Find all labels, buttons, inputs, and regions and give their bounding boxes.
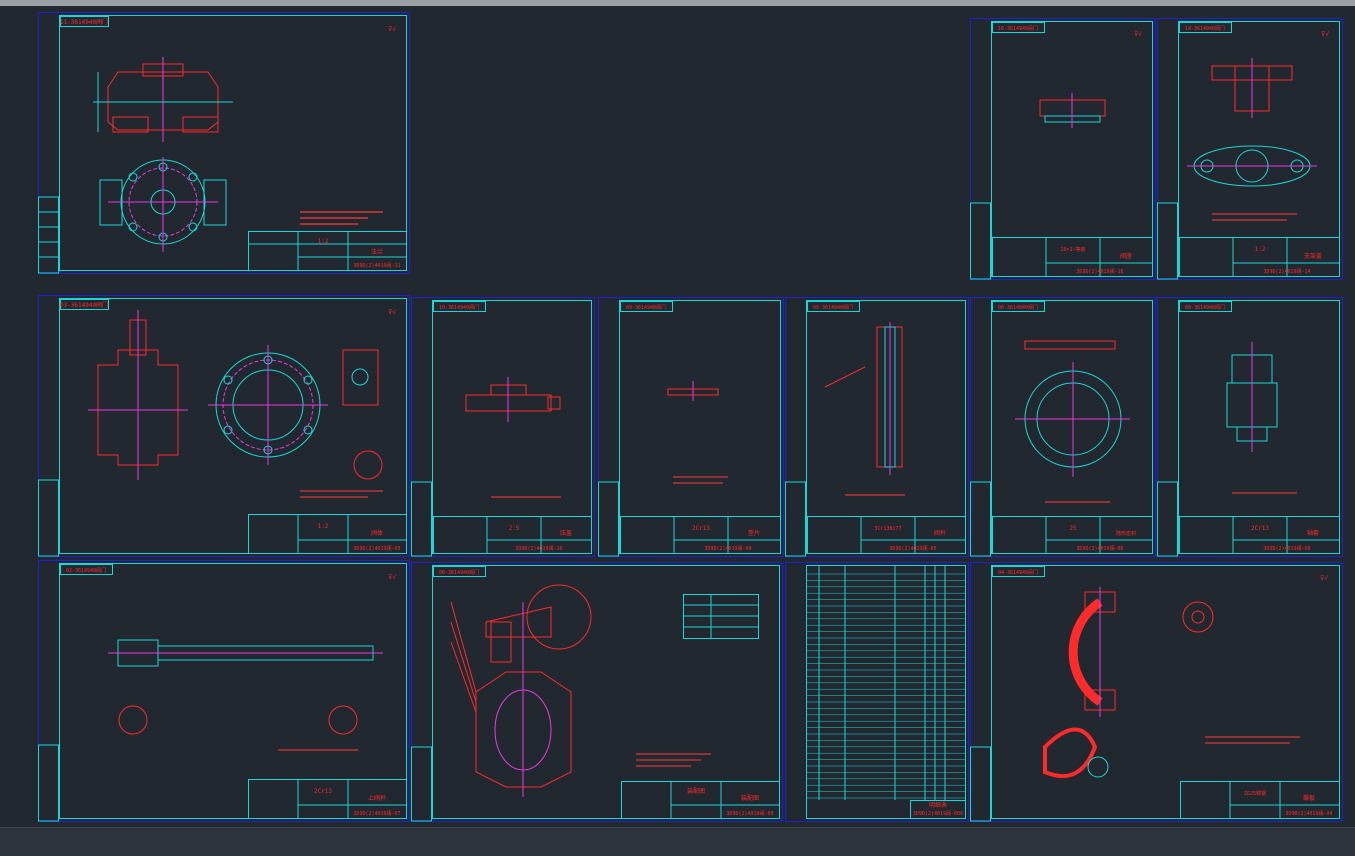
drawing-sheet-seal[interactable]: 06-3614940阀门 25 随形密封 3D9D(2)4019阀-06 (970, 297, 1156, 557)
svg-text:2:5: 2:5 (509, 525, 520, 532)
svg-text:3D9D(2)4019阀-09: 3D9D(2)4019阀-09 (704, 545, 751, 552)
svg-text:25: 25 (1069, 525, 1077, 532)
svg-text:阀体: 阀体 (371, 529, 383, 537)
svg-text:蝶板: 蝶板 (1303, 794, 1315, 802)
sheet-tag: 11-3614940阀门 (60, 18, 108, 26)
drawing-sheet-gland[interactable]: 10-3614940阀门 2:5 压盖 3D9D(2)4019阀-10 (411, 297, 595, 557)
drawing-sheet-valve-body[interactable]: 03-3614940阀门 ⊽√ 1:2 阀体 3D9D(2)4019阀- (38, 295, 410, 557)
window-top-edge (0, 0, 1355, 6)
svg-text:16-3614940阀门: 16-3614940阀门 (998, 25, 1038, 32)
svg-text:1:2: 1:2 (318, 238, 329, 245)
svg-text:阀座: 阀座 (1120, 252, 1132, 260)
svg-text:3D9D(2)4019阀-04: 3D9D(2)4019阀-04 (1285, 810, 1332, 817)
svg-text:⊽√: ⊽√ (1134, 31, 1142, 38)
svg-text:3D9D(2)4019阀-16: 3D9D(2)4019阀-16 (1076, 268, 1123, 275)
svg-text:04-3614940阀门: 04-3614940阀门 (998, 569, 1038, 576)
svg-text:06-3614940阀门: 06-3614940阀门 (998, 304, 1038, 311)
svg-text:1:2: 1:2 (318, 523, 329, 530)
svg-text:00-3614940阀门: 00-3614940阀门 (439, 569, 479, 576)
svg-text:ZG25铸钢: ZG25铸钢 (1244, 790, 1266, 797)
svg-text:02-3614940阀门: 02-3614940阀门 (66, 567, 106, 574)
svg-text:3D9D(2)4019阀-05: 3D9D(2)4019阀-05 (889, 545, 936, 552)
svg-text:3Cr13Ni77: 3Cr13Ni77 (874, 526, 901, 532)
svg-text:压盖: 压盖 (560, 529, 572, 537)
svg-text:3D9D(2)4019阀-14: 3D9D(2)4019阀-14 (1263, 268, 1310, 275)
svg-text:14-3614940阀门: 14-3614940阀门 (1185, 25, 1225, 32)
svg-text:2D×1:等装: 2D×1:等装 (1060, 246, 1085, 253)
drawing-sheet-bushing[interactable]: 08-3614940阀门 2Cr13 轴套 3D9D(2)4019阀-08 (1157, 297, 1343, 557)
svg-text:08-3614940阀门: 08-3614940阀门 (1185, 304, 1225, 311)
svg-text:⊽√: ⊽√ (388, 309, 396, 316)
svg-text:上阀杆: 上阀杆 (368, 794, 386, 802)
svg-text:3D9D(2)4019阀-03: 3D9D(2)4019阀-03 (353, 545, 400, 552)
svg-text:⊽√: ⊽√ (1321, 31, 1329, 38)
svg-text:法兰: 法兰 (371, 248, 383, 256)
svg-text:随形密封: 随形密封 (1116, 530, 1136, 537)
svg-text:⊽√: ⊽√ (388, 26, 396, 33)
drawing-sheet-upper-stem[interactable]: 02-3614940阀门 ⊽√ 2Cr13 上阀杆 3D9D(2)4019阀-0… (38, 560, 410, 822)
svg-text:阀杆: 阀杆 (934, 529, 946, 537)
svg-text:2Cr13: 2Cr13 (692, 525, 710, 532)
svg-text:⊽√: ⊽√ (388, 574, 396, 581)
svg-text:1:2: 1:2 (1255, 246, 1266, 253)
svg-text:3D9D(2)4019阀-10: 3D9D(2)4019阀-10 (515, 545, 562, 552)
drawing-sheet-disc[interactable]: 04-3614940阀门 ⊽√ ZG25铸钢 蝶板 3D9D(2)4019阀-0… (970, 562, 1343, 822)
svg-text:3D9D(2)4019阀-00: 3D9D(2)4019阀-00 (726, 810, 773, 817)
svg-text:装配图: 装配图 (741, 794, 759, 802)
drawing-sheet-parts-list[interactable]: 3D9D(2)4019阀-000 明细表 (785, 562, 969, 822)
svg-text:3D9D(2)4019阀-06: 3D9D(2)4019阀-06 (1076, 545, 1123, 552)
svg-text:2Cr13: 2Cr13 (1251, 525, 1269, 532)
drawing-sheet-flange[interactable]: 11-3614940阀门 ⊽√ (38, 12, 410, 274)
svg-text:垫片: 垫片 (748, 529, 760, 537)
svg-text:明细表: 明细表 (929, 801, 947, 809)
svg-text:10-3614940阀门: 10-3614940阀门 (439, 304, 479, 311)
svg-text:轴套: 轴套 (1307, 529, 1319, 537)
svg-text:3D9D(2)4019阀-07: 3D9D(2)4019阀-07 (353, 810, 400, 817)
drawing-sheet-gasket[interactable]: 09-3614940阀门 2Cr13 垫片 3D9D(2)4019阀-09 (598, 297, 784, 557)
svg-text:05-3614940阀门: 05-3614940阀门 (813, 304, 853, 311)
drawing-sheet-stem[interactable]: 05-3614940阀门 3Cr13Ni77 阀杆 3D9D(2)4019阀-0… (785, 297, 969, 557)
svg-text:支架盖: 支架盖 (1304, 252, 1322, 260)
svg-text:3D9D(2)4019阀-11: 3D9D(2)4019阀-11 (353, 262, 400, 269)
svg-text:3D9D(2)4019阀-000: 3D9D(2)4019阀-000 (913, 810, 963, 817)
svg-text:03-3614940阀门: 03-3614940阀门 (60, 301, 108, 309)
svg-text:09-3614940阀门: 09-3614940阀门 (626, 304, 666, 311)
svg-text:3D9D(2)4019阀-08: 3D9D(2)4019阀-08 (1263, 545, 1310, 552)
svg-text:装配图: 装配图 (687, 787, 705, 795)
svg-text:2Cr13: 2Cr13 (314, 788, 332, 795)
status-bar (0, 827, 1355, 856)
svg-text:⊽√: ⊽√ (1320, 575, 1328, 582)
sheet-svg: 11-3614940阀门 ⊽√ (38, 12, 410, 274)
drawing-sheet-assembly[interactable]: 00-3614940阀门 装配图 装配图 3D9D(2)4019阀-00 (411, 562, 783, 822)
drawing-sheet-bracket-cover[interactable]: 14-3614940阀门 ⊽√ 1:2 支架盖 3D9D(2)4019阀-14 (1157, 18, 1343, 280)
drawing-sheet-valve-seat[interactable]: 16-3614940阀门 ⊽√ 2D×1:等装 阀座 3D9D(2)4019阀-… (970, 18, 1156, 280)
